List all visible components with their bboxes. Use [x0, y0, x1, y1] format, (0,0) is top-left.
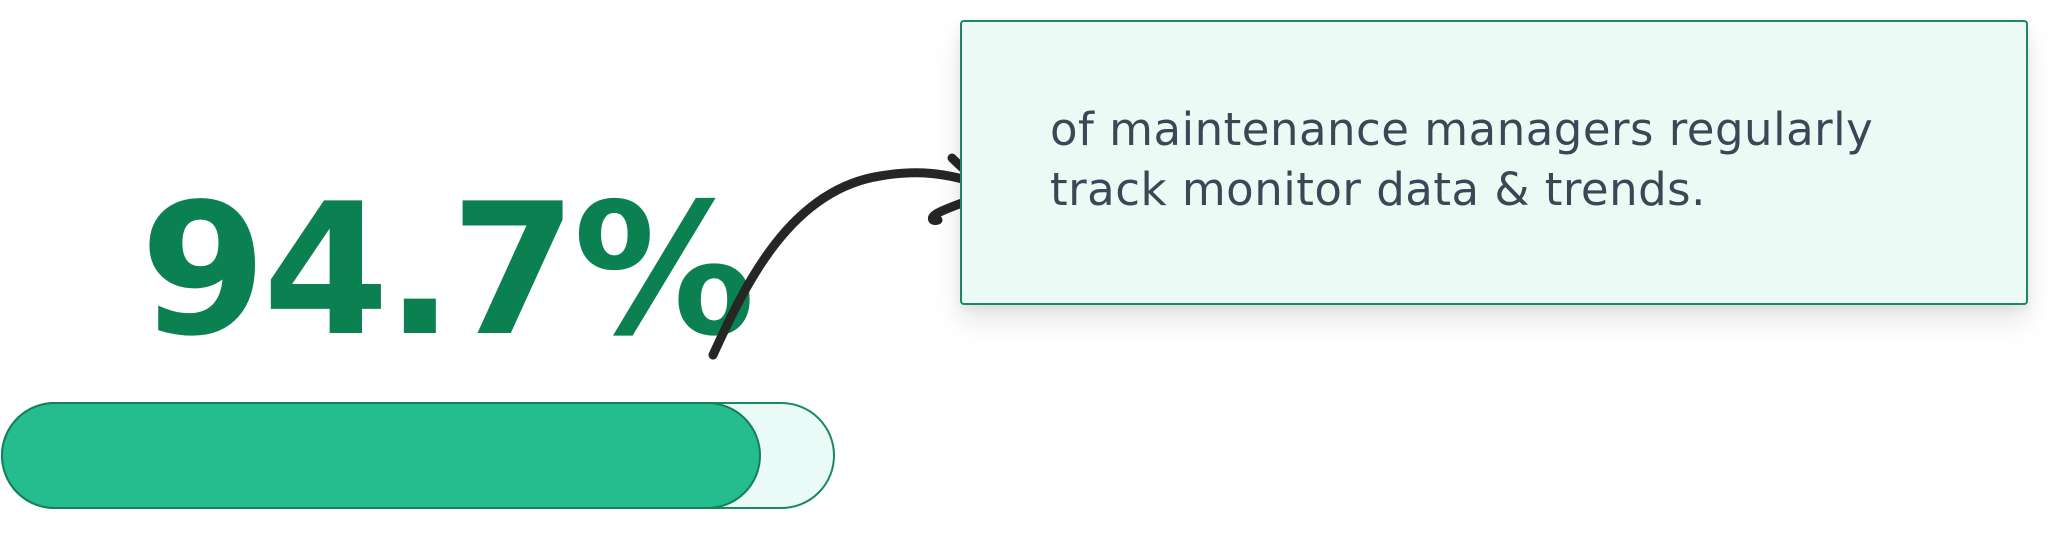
callout-text: of maintenance managers regularly track … — [1050, 103, 1874, 216]
curved-arrow-icon — [708, 153, 989, 360]
stat-value: 94.7% — [140, 164, 755, 376]
progress-bar-fill — [1, 402, 761, 509]
progress-bar-track — [1, 402, 835, 509]
callout-box: of maintenance managers regularly track … — [960, 20, 2028, 305]
